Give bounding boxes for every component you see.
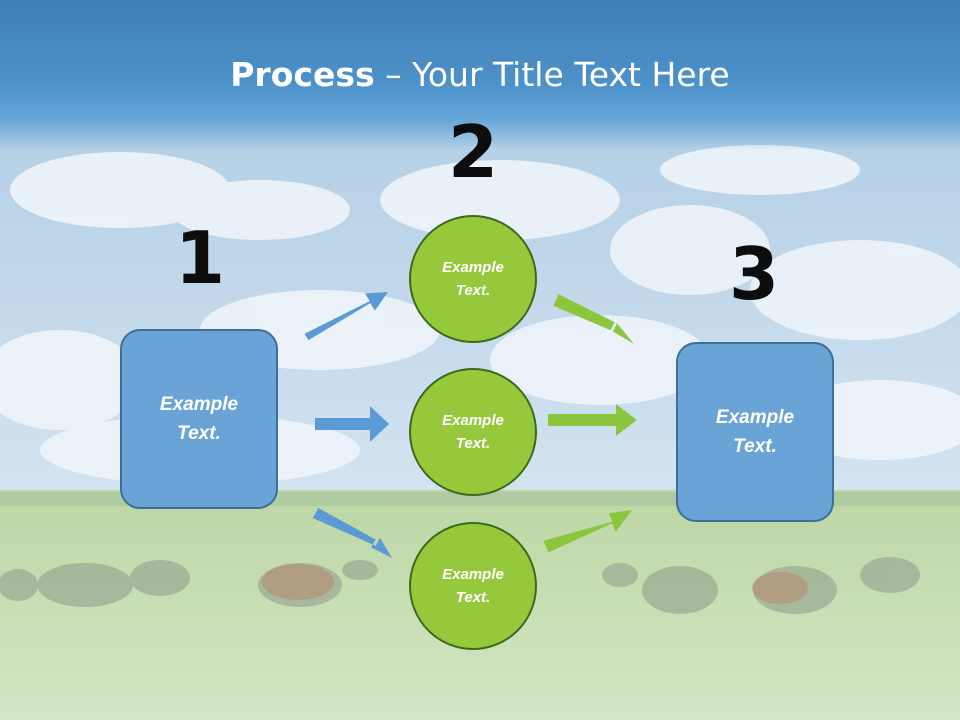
title-rest: – Your Title Text Here [374,55,730,94]
title-strong: Process [230,55,375,94]
arrow-top-to-3 [553,294,634,344]
step-3-box: Example Text. [676,342,834,522]
step-2-text-top: Example Text. [442,259,504,299]
step-3-text: Example Text. [715,407,795,457]
step-2-circle-top: Example Text. [409,215,537,343]
arrow-1-to-bottom [312,507,392,558]
step-2-circle-middle: Example Text. [409,368,537,496]
slide-title: Process – Your Title Text Here [0,54,960,96]
arrow-1-to-middle [315,406,389,442]
arrow-bottom-to-3 [543,510,632,553]
step-2-number: 2 [447,110,499,194]
step-2-text-middle: Example Text. [442,412,504,452]
title-bar [0,0,960,150]
step-1-number: 1 [174,216,226,300]
arrow-1-to-top [304,292,388,341]
step-2-circle-bottom: Example Text. [409,522,537,650]
step-3-number: 3 [728,232,780,316]
arrow-middle-to-3 [548,404,637,436]
step-1-text: Example Text. [159,394,239,444]
step-1-box: Example Text. [120,329,278,509]
step-2-text-bottom: Example Text. [442,566,504,606]
